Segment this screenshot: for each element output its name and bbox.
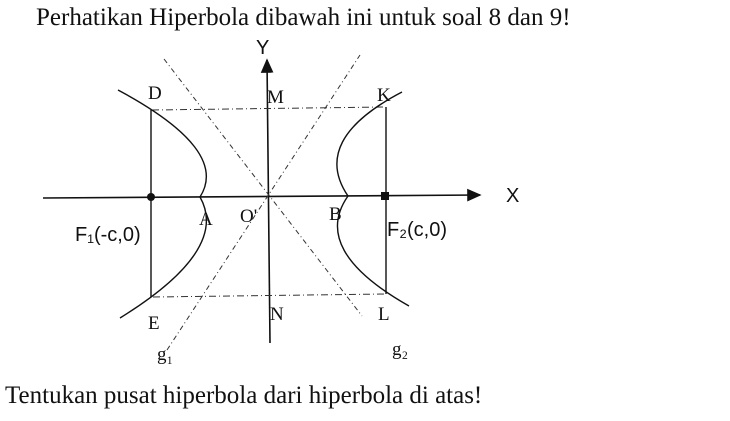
asymptote-g1-label: g₁ [157,344,173,365]
line-DK [151,106,386,111]
point-N-label: N [270,304,284,325]
point-D-label: D [148,83,162,104]
focus-2-dot [381,192,389,200]
y-axis-label: Y [256,37,269,59]
question-text: Tentukan pusat hiperbola dari hiperbola … [5,382,483,409]
x-axis [42,188,482,202]
focus-1-label: F₁(-c,0) [75,224,141,246]
point-A-label: A [199,209,213,230]
focus-2-label: F₂(c,0) [387,219,447,241]
point-M-label: M [267,87,284,108]
point-K-label: K [377,85,391,106]
focus-1-dot [147,193,155,201]
hyperbola-left-branch [117,89,208,319]
asymptote-g1 [166,54,361,351]
instruction-heading: Perhatikan Hiperbola dibawah ini untuk s… [36,4,571,31]
hyperbola-right-branch [336,91,410,307]
point-L-label: L [378,304,390,325]
point-E-label: E [148,313,160,334]
asymptote-g2-label: g₂ [392,339,408,360]
x-axis-label: X [506,185,519,207]
point-O-label: O' [240,206,257,227]
line-EL [152,293,387,298]
point-B-label: B [329,204,342,225]
